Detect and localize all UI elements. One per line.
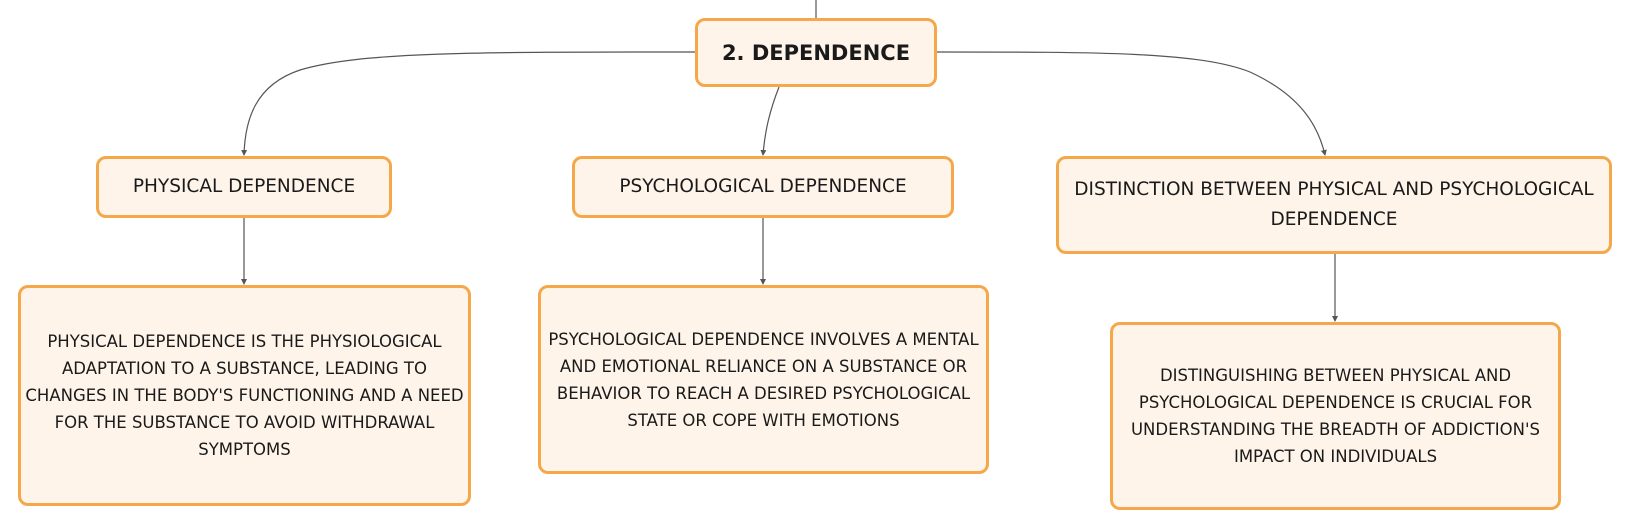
physical-dependence-node[interactable]: PHYSICAL DEPENDENCE [96,156,392,218]
psychological-dependence-description: PSYCHOLOGICAL DEPENDENCE INVOLVES A MENT… [548,329,979,430]
distinction-description: DISTINGUISHING BETWEEN PHYSICAL AND PSYC… [1130,366,1541,466]
connector-root-to-distinction [936,51,1327,156]
physical-dependence-description-node[interactable]: PHYSICAL DEPENDENCE IS THE PHYSIOLOGICAL… [18,285,471,506]
distinction-label: DISTINCTION BETWEEN PHYSICAL AND PSYCHOL… [1074,179,1594,230]
physical-dependence-description: PHYSICAL DEPENDENCE IS THE PHYSIOLOGICAL… [25,332,464,459]
root-node[interactable]: 2. DEPENDENCE [695,18,937,87]
psychological-dependence-node[interactable]: PSYCHOLOGICAL DEPENDENCE [572,156,954,218]
psychological-dependence-description-node[interactable]: PSYCHOLOGICAL DEPENDENCE INVOLVES A MENT… [538,285,989,474]
connector-root-to-psychological [760,86,780,156]
psychological-dependence-label: PSYCHOLOGICAL DEPENDENCE [619,176,907,197]
distinction-description-node[interactable]: DISTINGUISHING BETWEEN PHYSICAL AND PSYC… [1110,322,1561,510]
root-node-label: 2. DEPENDENCE [721,40,911,65]
physical-dependence-label: PHYSICAL DEPENDENCE [132,176,356,197]
connector-root-to-physical [241,51,696,156]
distinction-node[interactable]: DISTINCTION BETWEEN PHYSICAL AND PSYCHOL… [1056,156,1612,254]
